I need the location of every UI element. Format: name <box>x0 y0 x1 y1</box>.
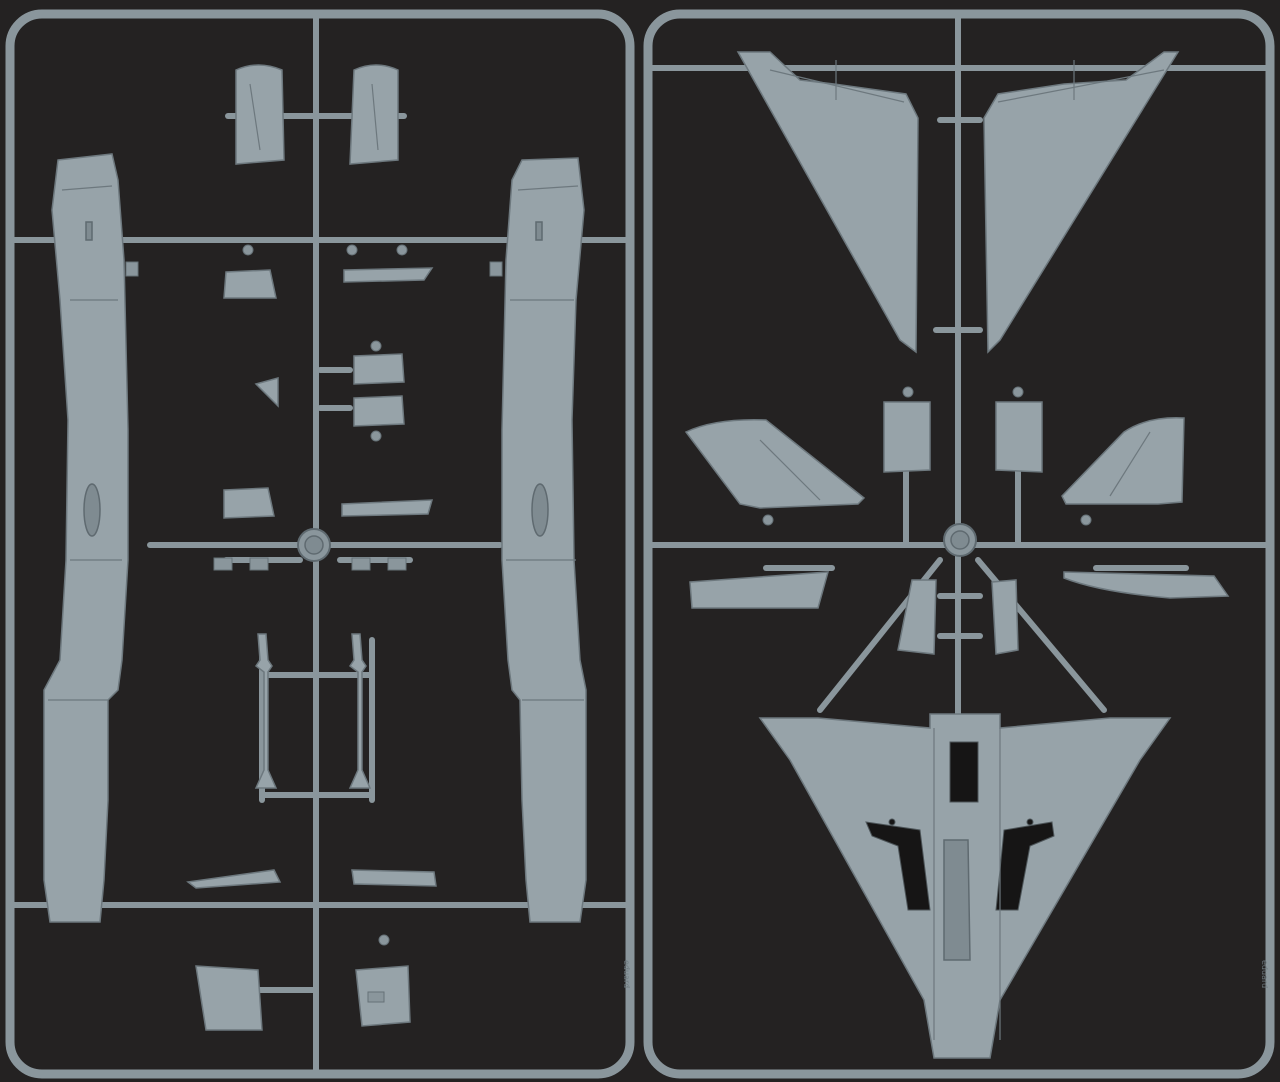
small-parts-left-sprue <box>213 244 434 571</box>
fuselage-half-left <box>43 153 139 923</box>
brand-engraving-left: eduard <box>622 960 631 988</box>
lower-delta-wing <box>758 713 1172 1059</box>
panel-parts-mid <box>689 386 1230 655</box>
intake-part-pair-top <box>235 64 399 165</box>
pylon-parts-bottom <box>186 869 437 1031</box>
fuselage-half-right <box>489 157 587 923</box>
brand-engraving-right: eduard <box>1260 960 1269 988</box>
upper-wing-halves <box>736 51 1180 354</box>
missile-pair <box>254 633 372 789</box>
fin-parts <box>684 417 1185 509</box>
